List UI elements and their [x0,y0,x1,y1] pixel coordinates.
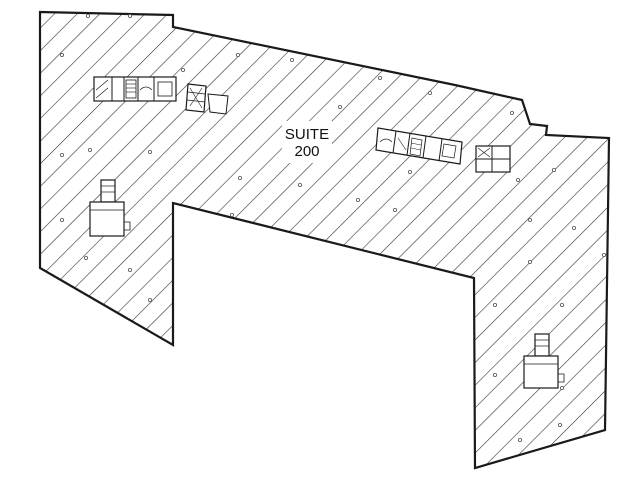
suite-label-line-1: SUITE [285,126,329,143]
stair-shaft-1 [185,83,229,115]
column-markers [60,13,607,442]
suite-200-area[interactable] [38,10,611,470]
core-restrooms-1 [93,76,177,102]
suite-label-background [282,121,332,163]
suite-label-line-2: 200 [294,143,319,160]
elevator-bank [475,145,511,173]
core-restrooms-2 [375,127,463,165]
stair-core-left [89,179,131,237]
stair-core-right [523,333,565,389]
